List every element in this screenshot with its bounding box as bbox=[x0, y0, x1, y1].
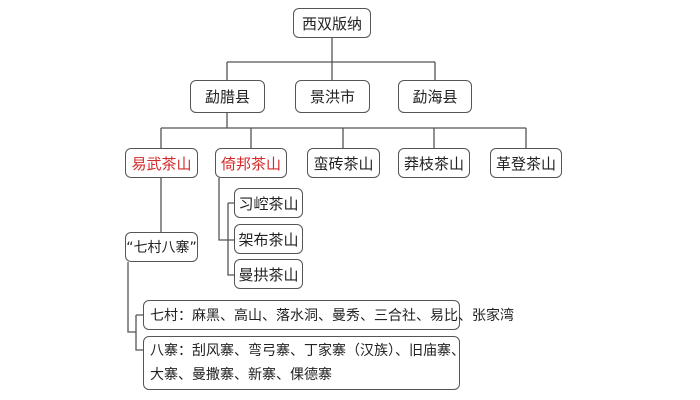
mountain-node-gedeng: 革登茶山 bbox=[490, 148, 562, 178]
mountain-node-yibang: 倚邦茶山 bbox=[215, 148, 287, 178]
mountain-node-yiwu: 易武茶山 bbox=[125, 148, 198, 178]
sub-mountain-node: 架布茶山 bbox=[234, 224, 303, 254]
county-node-menghai: 勐海县 bbox=[398, 80, 472, 113]
bazhai-line-1: 八寨：刮风寨、弯弓寨、丁家寨（汉族）、旧庙寨、 bbox=[150, 343, 465, 359]
mountain-node-mangzhi: 莽枝茶山 bbox=[398, 148, 470, 178]
bazhai-line-2: 大寨、曼撒寨、新寨、倮德寨 bbox=[150, 367, 332, 383]
qicun-bazhai-node: “七村八寨” bbox=[125, 232, 198, 262]
sub-mountain-node: 习崆茶山 bbox=[234, 188, 303, 218]
root-node: 西双版纳 bbox=[293, 8, 371, 38]
county-node-mengla: 勐腊县 bbox=[190, 80, 265, 113]
bazhai-node: 八寨：刮风寨、弯弓寨、丁家寨（汉族）、旧庙寨、 大寨、曼撒寨、新寨、倮德寨 bbox=[143, 336, 465, 390]
county-node-jinghong: 景洪市 bbox=[295, 80, 370, 113]
qicun-node: 七村：麻黑、高山、落水洞、曼秀、三合社、易比、张家湾 bbox=[143, 300, 514, 330]
mountain-node-manzhuan: 蛮砖茶山 bbox=[307, 148, 380, 178]
sub-mountain-node: 曼拱茶山 bbox=[234, 259, 303, 289]
